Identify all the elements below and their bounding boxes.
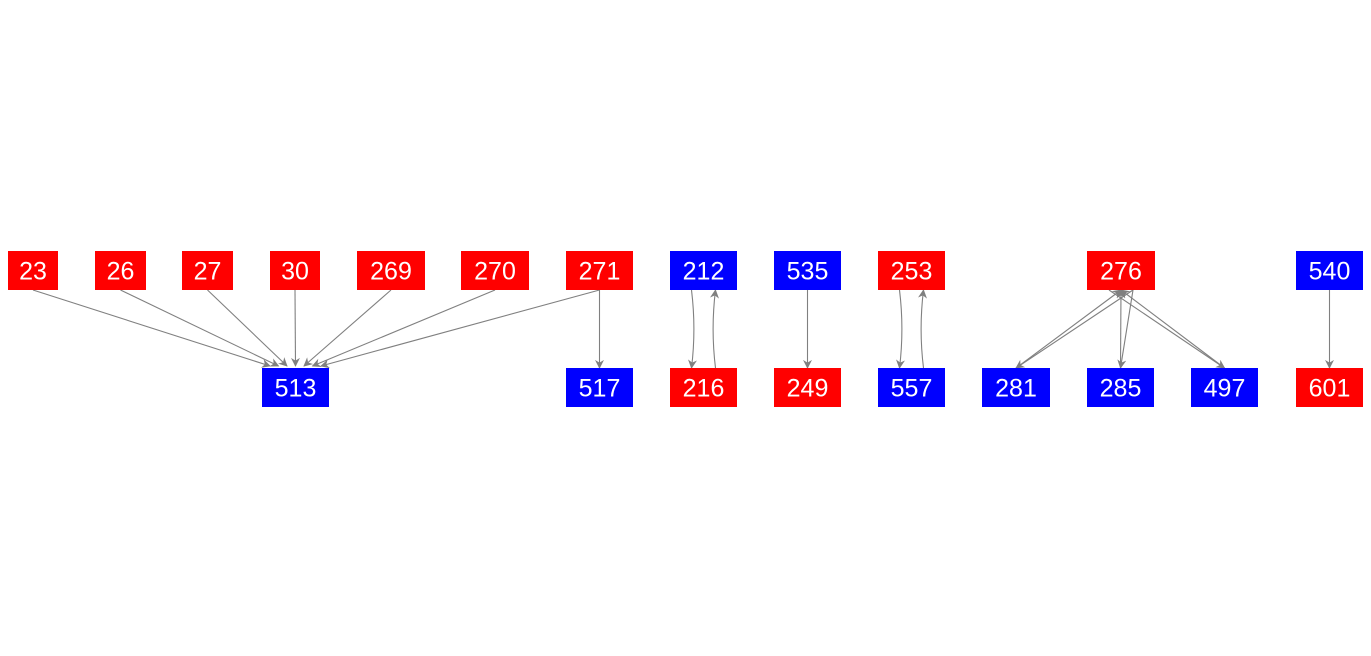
node-276[interactable]: 276 (1087, 251, 1155, 290)
node-box (878, 368, 945, 407)
node-box (262, 368, 329, 407)
edge-212-to-216 (688, 289, 697, 369)
edge-30-to-513 (290, 289, 300, 367)
node-281[interactable]: 281 (982, 368, 1050, 407)
node-label: 216 (683, 375, 725, 403)
node-box (1296, 368, 1363, 407)
node-label: 212 (683, 258, 725, 286)
node-box (95, 251, 146, 290)
edge-271-to-513 (320, 289, 600, 369)
node-557[interactable]: 557 (878, 368, 945, 407)
edge-276-to-281 (1015, 289, 1134, 369)
node-box (461, 251, 529, 290)
node-label: 271 (579, 258, 621, 286)
edge-276-to-497 (1108, 289, 1226, 369)
node-212[interactable]: 212 (670, 251, 737, 290)
node-497[interactable]: 497 (1191, 368, 1258, 407)
node-label: 517 (579, 375, 621, 403)
node-box (774, 251, 841, 290)
node-540[interactable]: 540 (1296, 251, 1363, 290)
edge-269-to-513 (303, 289, 392, 367)
node-216[interactable]: 216 (670, 368, 737, 407)
node-label: 281 (995, 375, 1037, 403)
edge-285-to-276 (1116, 289, 1126, 369)
node-label: 497 (1204, 375, 1246, 403)
node-box (1296, 251, 1363, 290)
node-30[interactable]: 30 (270, 251, 320, 290)
node-box (566, 251, 633, 290)
node-27[interactable]: 27 (182, 251, 233, 290)
node-label: 253 (891, 258, 933, 286)
node-26[interactable]: 26 (95, 251, 146, 290)
node-box (1087, 251, 1155, 290)
node-label: 269 (370, 258, 412, 286)
edges-layer (32, 289, 1334, 369)
node-285[interactable]: 285 (1087, 368, 1154, 407)
edge-23-to-513 (32, 289, 271, 368)
node-249[interactable]: 249 (774, 368, 841, 407)
node-23[interactable]: 23 (8, 251, 58, 290)
node-label: 513 (275, 375, 317, 403)
node-label: 249 (787, 375, 829, 403)
node-box (1087, 368, 1154, 407)
node-270[interactable]: 270 (461, 251, 529, 290)
node-box (182, 251, 233, 290)
node-535[interactable]: 535 (774, 251, 841, 290)
edge-216-to-212 (710, 289, 719, 369)
edge-253-to-557 (896, 289, 905, 369)
node-269[interactable]: 269 (357, 251, 425, 290)
node-253[interactable]: 253 (878, 251, 945, 290)
node-box (878, 251, 945, 290)
node-label: 30 (281, 258, 309, 286)
node-label: 540 (1309, 258, 1351, 286)
node-box (774, 368, 841, 407)
node-label: 270 (474, 258, 516, 286)
node-box (670, 368, 737, 407)
node-box (8, 251, 58, 290)
edge-27-to-513 (207, 289, 288, 367)
node-label: 276 (1100, 258, 1142, 286)
node-box (1191, 368, 1258, 407)
nodes-layer: 23 26 27 30 269 270 271 212 535 253 276 540 513 517 21… (8, 251, 1363, 407)
node-label: 26 (107, 258, 135, 286)
node-601[interactable]: 601 (1296, 368, 1363, 407)
node-label: 27 (194, 258, 222, 286)
node-label: 23 (19, 258, 47, 286)
node-box (982, 368, 1050, 407)
edge-276-to-285 (1117, 289, 1134, 369)
node-box (270, 251, 320, 290)
node-label: 557 (891, 375, 933, 403)
node-box (670, 251, 737, 290)
node-517[interactable]: 517 (566, 368, 633, 407)
edge-557-to-253 (918, 289, 927, 369)
node-label: 535 (787, 258, 829, 286)
node-271[interactable]: 271 (566, 251, 633, 290)
node-513[interactable]: 513 (262, 368, 329, 407)
edge-270-to-513 (311, 289, 496, 368)
node-label: 285 (1100, 375, 1142, 403)
edge-281-to-276 (1015, 289, 1122, 369)
edge-26-to-513 (120, 289, 280, 367)
edge-497-to-276 (1120, 289, 1225, 369)
node-box (357, 251, 425, 290)
node-label: 601 (1309, 375, 1351, 403)
node-box (566, 368, 633, 407)
